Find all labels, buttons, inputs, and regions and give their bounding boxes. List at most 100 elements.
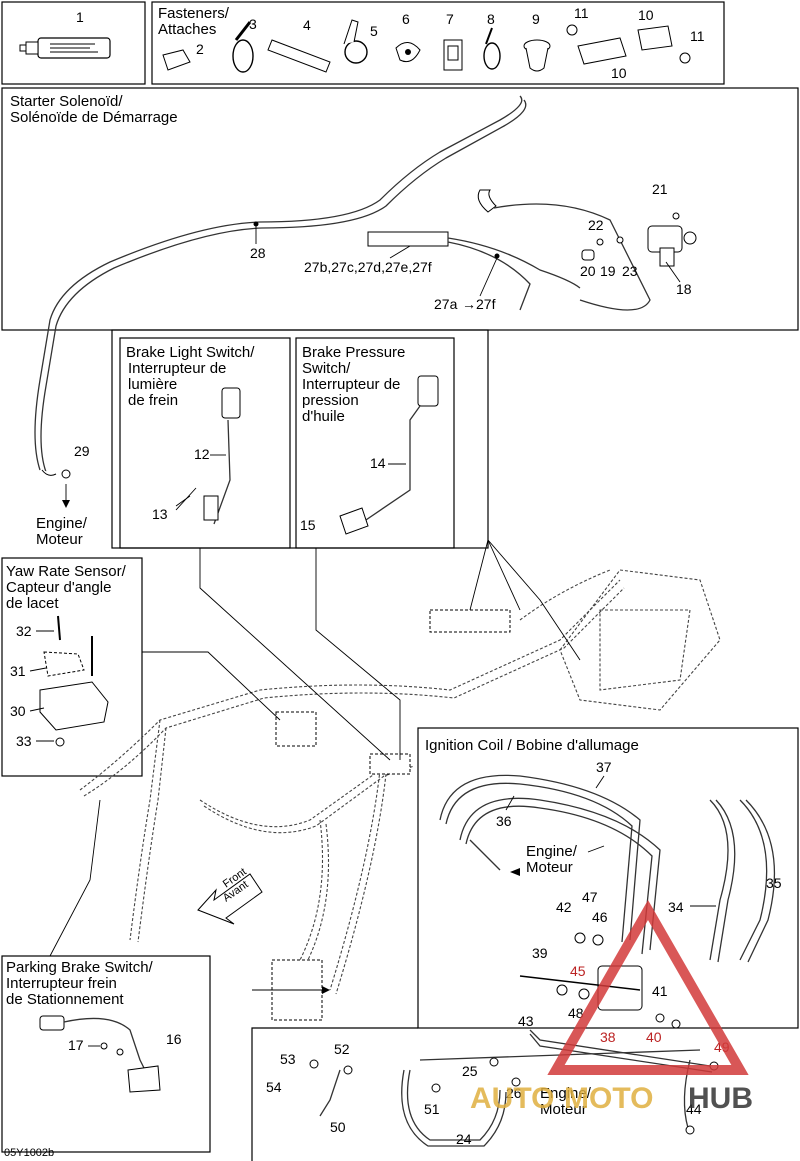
brake-light-frame	[119, 337, 291, 549]
callout-17: 17	[68, 1037, 84, 1053]
bracket-clip-icon	[443, 39, 463, 71]
callout-4: 4	[303, 17, 311, 33]
callout-32: 32	[16, 623, 32, 639]
parking-brake-frame	[1, 955, 211, 1153]
connector-27	[367, 231, 449, 247]
callout-11b: 11	[690, 28, 705, 44]
yaw-title-3: de lacet	[6, 595, 59, 612]
p-clamp-icon	[483, 27, 501, 70]
callout-3: 3	[249, 16, 257, 32]
callout-48: 48	[568, 1005, 584, 1021]
sleeve-icon	[267, 39, 331, 73]
bracket-plate-icon	[577, 37, 627, 65]
watermark-hub: HUB	[688, 1082, 753, 1115]
parking-title-1: Parking Brake Switch/	[6, 959, 154, 976]
callout-10b: 10	[638, 7, 654, 23]
nut-icon-2	[679, 52, 691, 64]
callout-8: 8	[487, 11, 495, 27]
callout-42: 42	[556, 899, 572, 915]
callout-26: 26	[506, 1085, 522, 1101]
cable-tie-icon	[232, 21, 254, 73]
callout-47: 47	[582, 889, 598, 905]
callout-52: 52	[334, 1041, 350, 1057]
moteur-label-1: Moteur	[36, 531, 83, 548]
callout-5: 5	[370, 23, 378, 39]
callout-20: 20	[580, 263, 596, 279]
brake-light-title-3: lumière	[128, 376, 177, 393]
starter-solenoid-icon	[647, 225, 697, 267]
callout-6: 6	[402, 11, 410, 27]
brake-pressure-frame	[295, 337, 455, 549]
callout-1: 1	[76, 9, 84, 25]
brake-light-switch-icon	[203, 387, 241, 525]
callout-9: 9	[532, 11, 540, 27]
callout-7: 7	[446, 11, 454, 27]
callout-21: 21	[652, 181, 668, 197]
callout-40: 40	[646, 1029, 662, 1045]
ignition-cables	[439, 774, 776, 963]
callout-18: 18	[676, 281, 692, 297]
clip-icon	[162, 49, 191, 71]
attaches-title: Attaches	[158, 21, 216, 38]
callout-31: 31	[10, 663, 26, 679]
callout-39: 39	[532, 945, 548, 961]
grommet-icon	[395, 42, 421, 63]
ignition-title: Ignition Coil / Bobine d'allumage	[425, 737, 639, 754]
cable-28-outline	[40, 99, 527, 473]
callout-27-group: 27b,27c,27d,27e,27f	[304, 259, 432, 275]
callout-37: 37	[596, 759, 612, 775]
brake-pressure-switch-icon	[339, 375, 439, 535]
moteur-label-3: Moteur	[540, 1101, 587, 1118]
nut-icon	[566, 24, 578, 36]
callout-54: 54	[266, 1079, 282, 1095]
plug-icon	[523, 39, 551, 72]
ground-cables	[309, 1029, 719, 1147]
engine-label-2: Engine/	[526, 843, 578, 860]
yaw-title-1: Yaw Rate Sensor/	[6, 563, 127, 580]
callout-43: 43	[518, 1013, 534, 1029]
callout-27f: 27f	[476, 296, 496, 312]
callout-35: 35	[766, 875, 782, 891]
yaw-sensor-icon	[39, 615, 109, 747]
part-1-frame	[1, 1, 146, 85]
watermark-moto: MOTO	[564, 1082, 653, 1115]
callout-50: 50	[330, 1119, 346, 1135]
harness-27-b	[447, 241, 531, 311]
callout-33: 33	[16, 733, 32, 749]
callout-13: 13	[152, 506, 168, 522]
callout-36: 36	[496, 813, 512, 829]
parking-brake-switch-icon	[39, 1015, 161, 1093]
callout-27a: 27a	[434, 296, 458, 312]
moteur-label-2: Moteur	[526, 859, 573, 876]
harness-27	[447, 237, 581, 289]
brake-pressure-title-4: pression	[302, 392, 359, 409]
starter-title-2: Solénoïde de Démarrage	[10, 109, 178, 126]
fasteners-title: Fasteners/	[158, 5, 230, 22]
callout-12: 12	[194, 446, 210, 462]
callout-2: 2	[196, 41, 204, 57]
callout-28: 28	[250, 245, 266, 261]
vehicle-body	[429, 569, 721, 711]
callout-24: 24	[456, 1131, 472, 1147]
watermark-logo: AUTO MOTO HUB	[470, 899, 753, 1115]
callout-51: 51	[424, 1101, 440, 1117]
brake-light-title-4: de frein	[128, 392, 178, 409]
callout-23: 23	[622, 263, 638, 279]
yaw-sensor-frame	[1, 557, 143, 777]
callout-11a: 11	[574, 5, 589, 21]
callout-41: 41	[652, 983, 668, 999]
callout-16: 16	[166, 1031, 182, 1047]
watermark-auto: AUTO	[470, 1082, 554, 1115]
fasteners-frame	[151, 1, 725, 85]
callout-25: 25	[462, 1063, 478, 1079]
grease-tube-icon	[19, 37, 111, 59]
callout-34: 34	[668, 899, 684, 915]
callout-53: 53	[280, 1051, 296, 1067]
callout-22: 22	[588, 217, 604, 233]
callout-15: 15	[300, 517, 316, 533]
parking-title-3: de Stationnement	[6, 991, 124, 1008]
engine-label-1: Engine/	[36, 515, 88, 532]
callout-30: 30	[10, 703, 26, 719]
cable-28	[34, 95, 523, 471]
